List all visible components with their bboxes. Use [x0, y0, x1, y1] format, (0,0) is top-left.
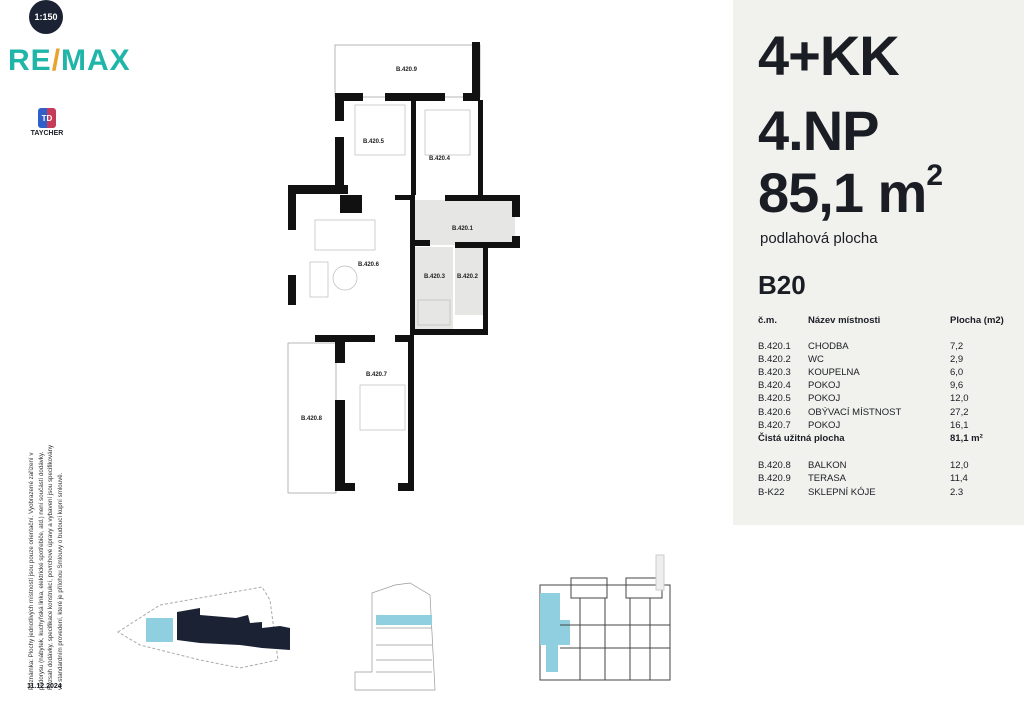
table-cell: B.420.2 [758, 354, 791, 366]
table-row: B-K22 SKLEPNÍ KÓJE 2.3 [758, 487, 1010, 499]
scale-badge: 1:150 [29, 0, 63, 34]
table-row: B.420.7 POKOJ 16,1 [758, 420, 1010, 432]
table-row: B.420.5 POKOJ 12,0 [758, 393, 1010, 405]
date: 11.12.2024 [27, 683, 62, 690]
total-value: 81,1 m² [950, 433, 983, 444]
label-room: B.420.7 [366, 372, 388, 378]
area-sup: 2 [926, 159, 943, 192]
table-cell: B-K22 [758, 486, 785, 498]
table-cell: KOUPELNA [808, 367, 860, 379]
label-room: B.420.5 [363, 139, 385, 145]
table-cell: BALKON [808, 460, 847, 471]
plan-labels: B.420.9 B.420.5 B.420.4 B.420.1 B.420.6 … [301, 67, 479, 422]
sofa [309, 261, 329, 298]
bed [424, 109, 471, 156]
label-bathroom: B.420.3 [424, 274, 446, 280]
table-cell: B.420.9 [758, 473, 791, 485]
table-cell: OBÝVACÍ MÍSTNOST [808, 406, 902, 418]
table-cell: POKOJ [808, 380, 841, 392]
hallway-fill [415, 200, 515, 245]
table-cell: 2,9 [950, 354, 964, 366]
table-row: B.420.9 TERASA 11,4 [758, 473, 1010, 485]
label-balcony: B.420.8 [301, 416, 323, 422]
bathtub [417, 299, 451, 326]
label-living: B.420.6 [358, 262, 380, 268]
info-panel [733, 0, 1024, 525]
col-header: č.m. [758, 315, 778, 326]
label-terrace: B.420.9 [396, 67, 418, 73]
table-cell: 6,0 [950, 367, 964, 379]
bed [354, 104, 406, 156]
table-cell: B.420.3 [758, 367, 791, 379]
area-label: podlahová plocha [760, 230, 878, 247]
table-cell: CHODBA [808, 341, 849, 352]
table [314, 219, 376, 251]
table-header: č.m. Název místnosti Plocha (m2) [758, 315, 1010, 327]
table-cell: 12,0 [950, 460, 969, 471]
table-row: B.420.4 POKOJ 9,6 [758, 380, 1010, 392]
site-plan [117, 586, 290, 669]
table-cell: B.420.6 [758, 406, 791, 418]
table-row: B.420.8 BALKON 12,0 [758, 460, 1010, 472]
floor-area: 85,1 m2 [758, 161, 943, 221]
table-cell: B.420.4 [758, 380, 791, 392]
table-cell: B.420.1 [758, 341, 791, 352]
table-row: B.420.2 WC 2,9 [758, 354, 1010, 366]
table-cell: POKOJ [808, 393, 841, 405]
total-label: Čistá užitná plocha [758, 433, 845, 444]
bed [359, 384, 406, 431]
table-cell: POKOJ [808, 419, 841, 431]
section-view [354, 582, 436, 691]
coffee-table [332, 265, 358, 291]
col-header: Název místnosti [808, 315, 881, 326]
table-cell: WC [808, 354, 824, 366]
table-cell: B.420.8 [758, 460, 791, 471]
label-room: B.420.4 [429, 156, 451, 162]
walls [288, 42, 520, 491]
bathroom-fill [415, 247, 453, 329]
table-cell: TERASA [808, 473, 847, 485]
remax-logo: RE/MAX [8, 44, 131, 77]
table-row: B.420.1 CHODBA 7,2 [758, 341, 1010, 353]
unit-code: B20 [758, 270, 806, 300]
floor-number: 4.NP [758, 99, 879, 162]
table-cell: B.420.5 [758, 393, 791, 405]
table-cell: 7,2 [950, 341, 964, 352]
label-wc: B.420.2 [457, 274, 479, 280]
table-cell: 16,1 [950, 419, 969, 431]
wc-fill [455, 247, 483, 315]
table-row: B.420.6 OBÝVACÍ MÍSTNOST 27,2 [758, 407, 1010, 419]
label-hallway: B.420.1 [452, 226, 474, 232]
table-cell: 2.3 [950, 486, 964, 498]
table-cell: SKLEPNÍ KÓJE [808, 486, 876, 498]
layout-type: 4+KK [758, 24, 900, 87]
floor-key-plan [539, 554, 671, 681]
table-cell: B.420.7 [758, 419, 791, 431]
table-cell: 12,0 [950, 393, 969, 405]
table-cell: 27,2 [950, 406, 969, 418]
table-cell: 9,6 [950, 380, 964, 392]
table-cell: 11,4 [950, 473, 968, 485]
table-row: B.420.3 KOUPELNA 6,0 [758, 367, 1010, 379]
floor-plan [287, 42, 520, 494]
area-value: 85,1 m [758, 161, 927, 224]
total-row: Čistá užitná plocha 81,1 m² [758, 433, 983, 445]
col-header: Plocha (m2) [950, 315, 1004, 326]
